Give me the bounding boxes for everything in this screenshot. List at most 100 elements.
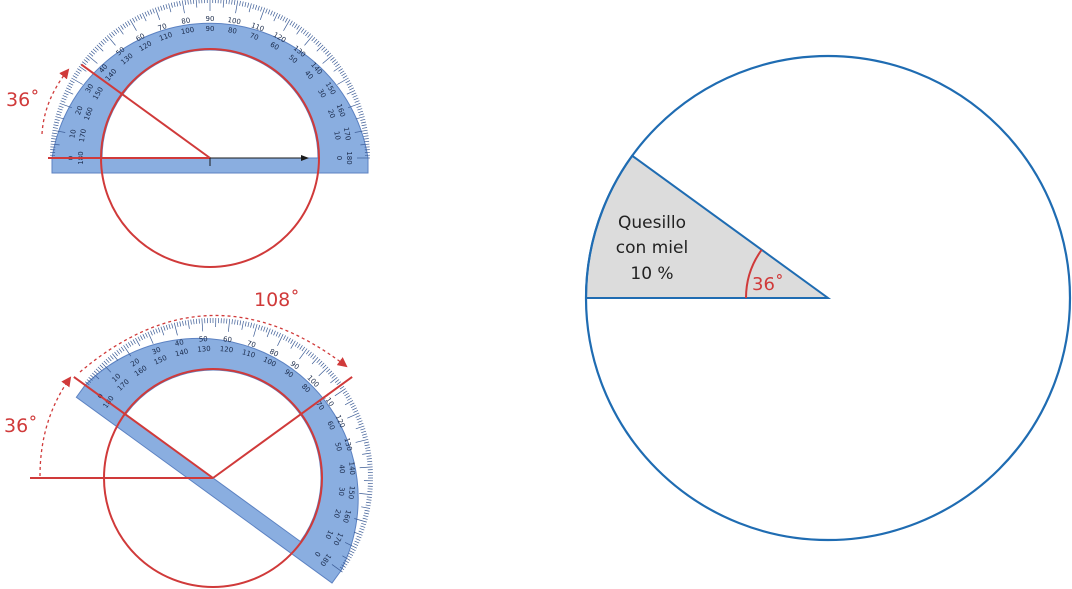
angle-arc-108-arrow-step-2 <box>79 314 348 373</box>
protractor-tick <box>173 322 178 336</box>
protractor-tick <box>344 400 354 406</box>
protractor-tick <box>241 1 244 7</box>
protractor-tick <box>364 444 370 447</box>
protractor-tick <box>51 132 57 135</box>
protractor-scale-label: 80 <box>268 348 280 359</box>
protractor-scale-label: 10 <box>68 129 77 139</box>
protractor-scale-label: 170 <box>78 128 88 143</box>
protractor-tick <box>349 87 354 91</box>
protractor-tick <box>304 35 314 46</box>
protractor-tick <box>51 138 57 140</box>
protractor-tick <box>322 54 333 64</box>
protractor-tick <box>349 550 355 554</box>
protractor-scale-label: 50 <box>287 53 299 65</box>
protractor-tick <box>162 4 166 10</box>
protractor-tick <box>363 441 369 444</box>
protractor-scale-label: 20 <box>129 357 141 369</box>
protractor-tick <box>301 346 306 352</box>
protractor-tick <box>86 379 92 383</box>
protractor-tick <box>318 366 329 377</box>
protractor-tick <box>367 483 373 484</box>
protractor-tick <box>231 0 233 5</box>
protractor-tick <box>366 458 372 460</box>
protractor-tick <box>315 40 320 45</box>
protractor-tick <box>321 46 326 51</box>
protractor-tick <box>348 552 354 556</box>
protractor-tick <box>277 334 284 347</box>
protractor-tick <box>68 82 74 86</box>
protractor-tick <box>299 348 308 360</box>
protractor-tick <box>367 491 373 493</box>
protractor-tick <box>287 337 291 343</box>
protractor-tick <box>241 320 244 330</box>
protractor-scale-label: 10 <box>332 131 341 141</box>
protractor-tick <box>335 63 340 68</box>
protractor-tick <box>327 370 333 375</box>
protractor-tick <box>290 340 296 349</box>
protractor-tick <box>231 319 233 325</box>
protractor-tick <box>308 351 312 357</box>
protractor-tick <box>127 20 131 26</box>
protractor-tick <box>154 7 161 20</box>
protractor-scale-label: 0 <box>335 156 343 160</box>
protractor-tick <box>323 48 328 53</box>
protractor-tick <box>228 318 231 332</box>
protractor-tick <box>354 540 360 544</box>
protractor-tick <box>74 72 79 77</box>
protractor-scale-label: 60 <box>135 32 147 43</box>
protractor-tick <box>348 102 361 109</box>
protractor-scale-label: 100 <box>227 16 242 26</box>
protractor-tick <box>61 97 67 101</box>
protractor-tick <box>303 30 307 35</box>
protractor-tick <box>111 31 115 37</box>
protractor-tick <box>326 52 331 57</box>
protractor-scale-label: 60 <box>325 420 336 431</box>
protractor-scale-label: 180 <box>345 151 353 164</box>
protractor-tick <box>252 323 255 329</box>
pie-sector-label-line-2: con miel <box>616 238 688 258</box>
protractor-tick <box>95 368 100 373</box>
protractor-tick <box>359 493 373 496</box>
protractor-tick <box>316 358 321 364</box>
protractor-tick <box>358 530 364 534</box>
protractor-tick <box>182 320 184 326</box>
protractor-tick <box>239 0 241 6</box>
protractor-scale-label: 130 <box>197 345 211 354</box>
protractor-tick <box>356 417 362 421</box>
protractor-tick <box>363 132 369 135</box>
pie-circle <box>584 54 1072 542</box>
protractor-tick <box>345 395 351 399</box>
protractor-tick <box>105 358 110 364</box>
protractor-scale-label: 50 <box>199 335 208 344</box>
protractor-tick <box>92 48 97 53</box>
protractor-tick <box>305 31 309 37</box>
protractor-scale-label: 90 <box>283 368 295 380</box>
protractor-tick <box>294 342 299 347</box>
protractor-tick <box>257 5 260 11</box>
protractor-scale-label: 80 <box>181 16 191 25</box>
protractor-tick <box>142 12 147 22</box>
protractor-tick <box>289 20 293 26</box>
protractor-tick <box>94 46 99 51</box>
protractor-scale-label: 60 <box>269 41 281 52</box>
protractor-tick <box>125 343 129 349</box>
protractor-tick <box>170 2 173 8</box>
protractor-tick <box>176 1 179 7</box>
protractor-tick <box>333 61 338 65</box>
protractor-tick <box>324 50 330 55</box>
protractor-tick <box>215 318 217 328</box>
protractor-2-body <box>75 337 359 584</box>
protractor-tick <box>160 326 165 336</box>
protractor-tick <box>109 355 114 360</box>
protractor-2-ticks <box>83 318 374 573</box>
ray-144-step-2 <box>212 376 353 479</box>
protractor-tick <box>142 334 146 339</box>
protractor-tick <box>77 68 82 72</box>
protractor-tick <box>71 77 83 85</box>
protractor-tick <box>329 372 334 377</box>
protractor-tick <box>365 449 371 452</box>
protractor-tick <box>337 77 349 85</box>
protractor-tick <box>88 377 93 381</box>
protractor-tick <box>124 22 129 27</box>
protractor-tick <box>367 469 373 471</box>
